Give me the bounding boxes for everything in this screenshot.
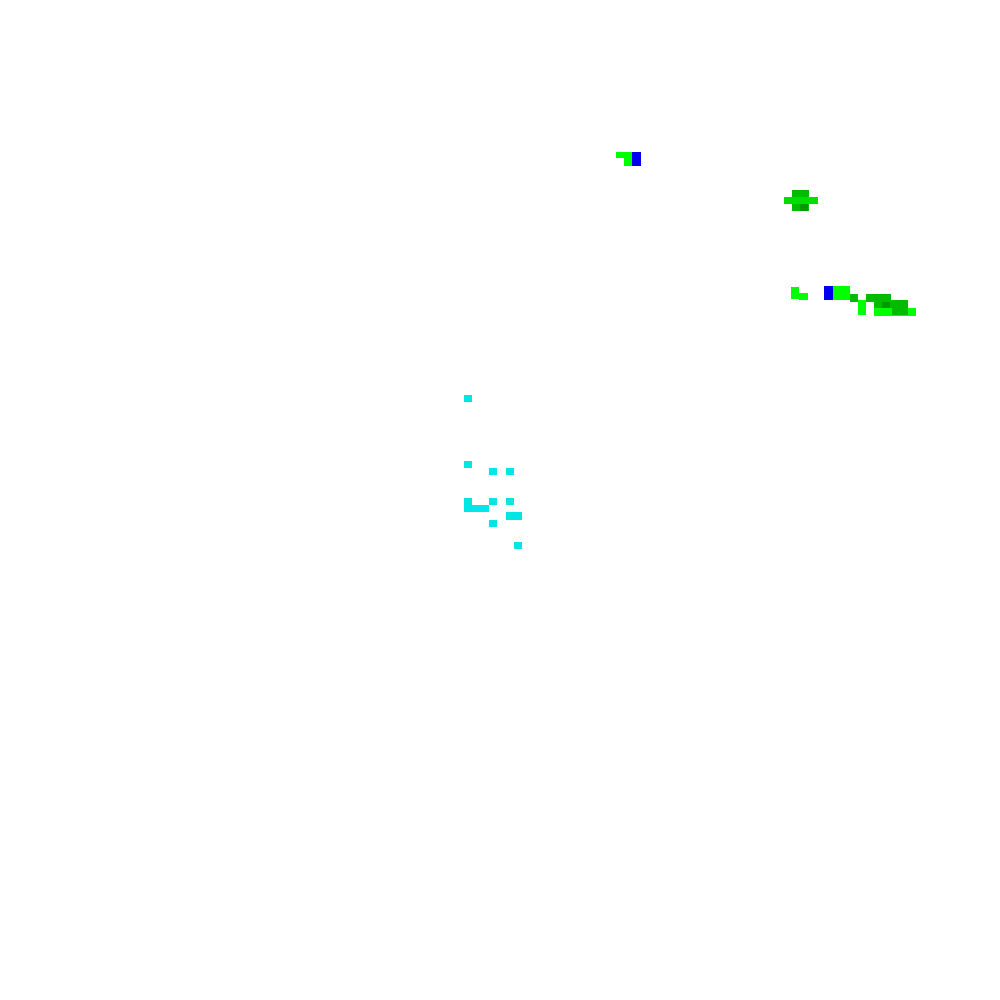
pixel-cell [784, 197, 818, 204]
pixel-cell [506, 512, 522, 520]
pixel-cell [892, 302, 908, 315]
pixel-cell [506, 468, 514, 475]
pixel-cell [632, 152, 641, 166]
pixel-cell [464, 461, 472, 468]
pixel-cell [799, 293, 808, 300]
pixel-cell [464, 395, 472, 402]
pixel-cell [882, 302, 890, 308]
pixel-cell [800, 204, 808, 211]
pixel-cell [506, 498, 514, 505]
pixel-cell [874, 300, 908, 308]
pixel-cell [489, 468, 497, 475]
pixel-cell [514, 542, 522, 549]
pixel-cell [866, 294, 891, 302]
pixel-cell [489, 498, 497, 505]
pixel-cell [489, 520, 497, 527]
pixel-cell [791, 287, 799, 299]
pixel-cell [858, 300, 866, 315]
pixel-cell [624, 152, 632, 166]
pixel-cell [824, 286, 833, 300]
pixel-cell [833, 286, 850, 300]
pixel-cell [850, 294, 858, 302]
pixel-cell [464, 505, 489, 512]
